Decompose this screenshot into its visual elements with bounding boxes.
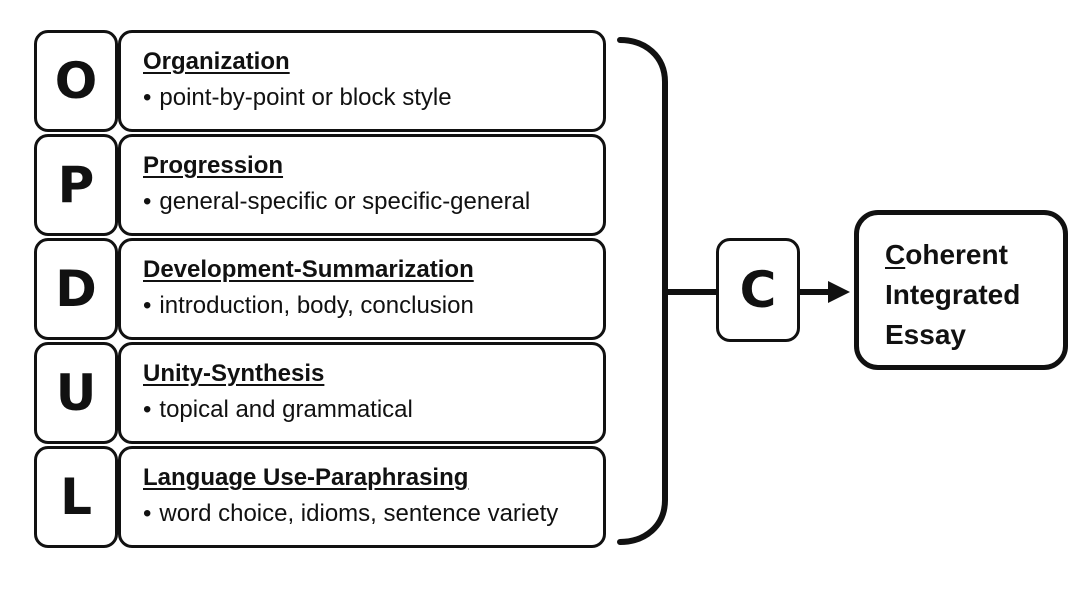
row-title: Language Use-Paraphrasing (143, 464, 469, 491)
right-brace (617, 37, 668, 545)
row-organization: Organization • point-by-point or block st… (118, 30, 606, 132)
row-title: Organization (143, 48, 290, 75)
letter-d: D (55, 260, 97, 318)
row-title: Progression (143, 152, 284, 179)
row-title: Unity-Synthesis (143, 360, 325, 387)
result-line-2: Integrated (885, 279, 1021, 310)
result-first-letter: C (885, 239, 906, 270)
result-line-3: Essay (885, 319, 966, 350)
row-detail-text: introduction, body, conclusion (159, 292, 474, 319)
bullet: • (143, 396, 152, 423)
result-box: Coherent Integrated Essay (854, 210, 1068, 370)
row-detail: • general-specific or specific-general (143, 187, 603, 217)
row-detail-text: general-specific or specific-general (159, 188, 531, 215)
letter-box-d: D (34, 238, 118, 340)
letter-box-u: U (34, 342, 118, 444)
row-detail: • introduction, body, conclusion (143, 291, 603, 321)
letter-u: U (55, 364, 97, 422)
row-detail: • topical and grammatical (143, 395, 603, 425)
bullet: • (143, 500, 152, 527)
row-development-summarization: Development-Summarization • introduction,… (118, 238, 606, 340)
row-detail: • point-by-point or block style (143, 83, 603, 113)
result-line-1: Coherent (885, 235, 1063, 275)
center-letter: C (739, 261, 777, 319)
bullet: • (143, 84, 152, 111)
result-first-word-rest: oherent (905, 239, 1008, 270)
letter-box-o: O (34, 30, 118, 132)
row-detail-text: topical and grammatical (159, 396, 413, 423)
letter-box-l: L (34, 446, 118, 548)
letter-box-p: P (34, 134, 118, 236)
letter-o: O (54, 52, 98, 110)
arrowhead (828, 281, 850, 303)
row-detail: • word choice, idioms, sentence variety (143, 499, 603, 529)
row-title: Development-Summarization (143, 256, 474, 283)
row-detail-text: word choice, idioms, sentence variety (159, 500, 559, 527)
bullet: • (143, 292, 152, 319)
row-unity-synthesis: Unity-Synthesis • topical and grammatical (118, 342, 606, 444)
row-language-use-paraphrasing: Language Use-Paraphrasing • word choice, … (118, 446, 606, 548)
letter-l: L (60, 468, 92, 526)
center-c-box: C (716, 238, 800, 342)
bullet: • (143, 188, 152, 215)
row-progression: Progression • general-specific or specifi… (118, 134, 606, 236)
letter-p: P (57, 156, 95, 214)
row-detail-text: point-by-point or block style (159, 84, 452, 111)
